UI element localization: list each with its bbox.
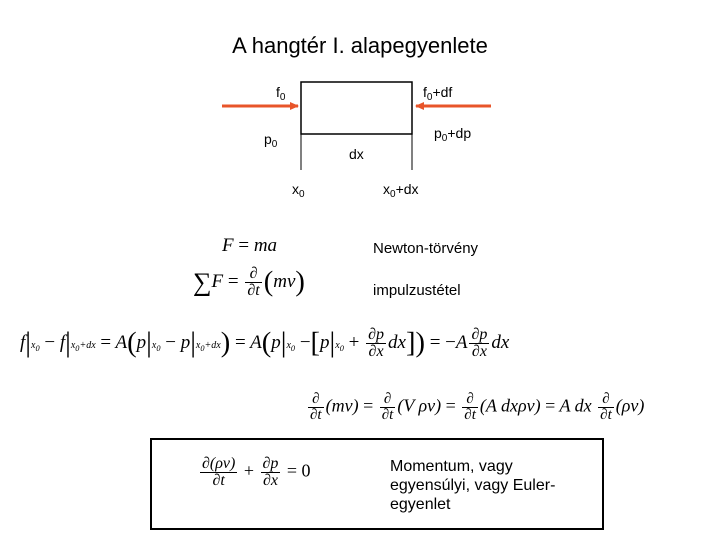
label-dx: dx bbox=[349, 146, 364, 162]
label-x0: x0 bbox=[292, 181, 305, 200]
force-balance-equation: f|x0 − f|x0+dx = A(p|x0 − p|x0+dx) = A(p… bbox=[20, 326, 510, 360]
euler-note-line-2: egyensúlyi, vagy Euler- bbox=[390, 477, 556, 494]
euler-note-line-1: Momentum, vagy bbox=[390, 458, 513, 475]
volume-element-box bbox=[300, 81, 413, 135]
impulse-theorem-label: impulzustétel bbox=[373, 282, 461, 299]
label-f0: f0 bbox=[276, 84, 286, 103]
euler-equation-note: Momentum, vagy egyensúlyi, vagy Euler- e… bbox=[390, 457, 590, 514]
euler-note-line-3: egyenlet bbox=[390, 496, 451, 513]
label-f0-plus-df: f0+df bbox=[423, 84, 453, 103]
momentum-rate-equation: ∂∂t(mv) = ∂∂t(V ρv) = ∂∂t(A dxρv) = A dx… bbox=[308, 391, 645, 423]
newton-law-equation: F = ma bbox=[222, 235, 278, 256]
euler-equation-box bbox=[150, 438, 604, 530]
label-p0: p0 bbox=[264, 131, 278, 150]
label-p0-plus-dp: p0+dp bbox=[434, 125, 472, 144]
euler-equation: ∂(ρv)∂t + ∂p∂x = 0 bbox=[200, 455, 311, 489]
newton-law-label: Newton-törvény bbox=[373, 240, 479, 257]
label-x0-plus-dx: x0+dx bbox=[383, 181, 419, 200]
page-title: A hangtér I. alapegyenlete bbox=[232, 33, 488, 58]
impulse-theorem-equation: ∑F = ∂∂t(mv) bbox=[193, 265, 305, 299]
